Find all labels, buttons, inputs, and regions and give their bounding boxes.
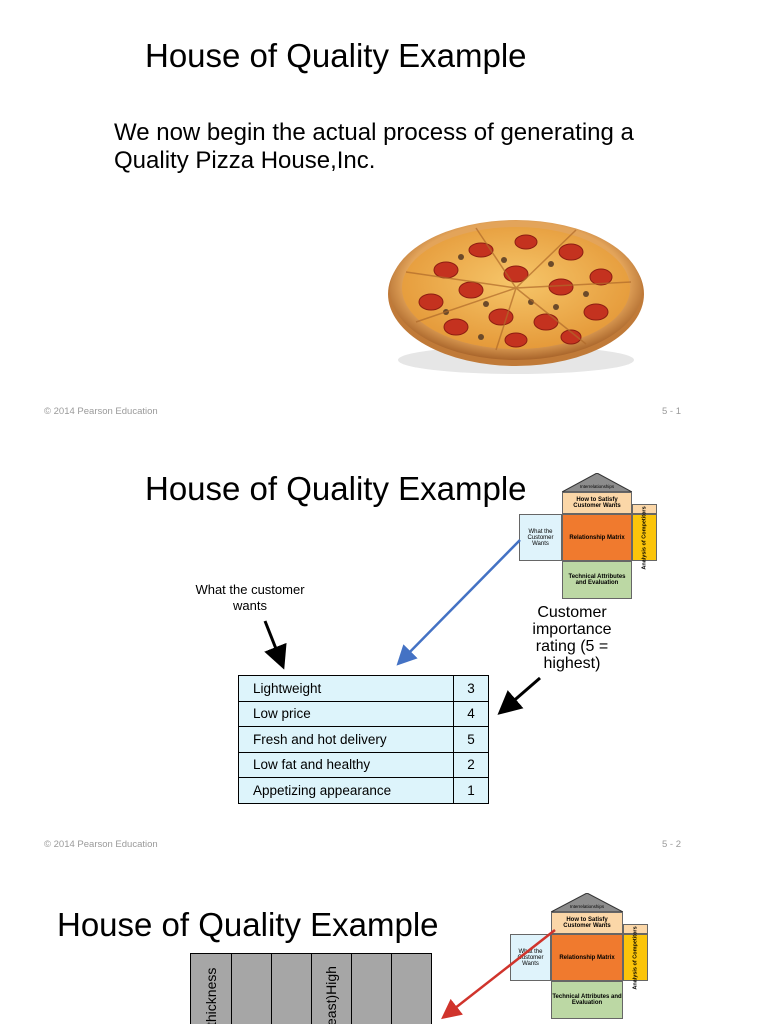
matrix-box: Relationship Matrix: [562, 514, 632, 561]
matrix-box: Relationship Matrix: [551, 934, 623, 981]
how-box: How to Satisfy Customer Wants: [551, 912, 623, 934]
what-customer-wants-label: What the customer wants: [195, 582, 305, 613]
slide-2: House of Quality Example Interrelationsh…: [0, 430, 768, 860]
slide-number: 5 - 2: [662, 839, 682, 850]
how-box: How to Satisfy Customer Wants: [562, 492, 632, 514]
slide-body-text: We now begin the actual process of gener…: [114, 119, 634, 174]
technical-box: Technical Attributes and Evaluation: [551, 981, 623, 1019]
slide-footer-copyright: © 2014 Pearson Education: [44, 839, 158, 850]
arrows-layer: [263, 539, 541, 715]
arrow-to-wants: [263, 620, 287, 670]
roof-label: Interrelationships: [569, 904, 605, 909]
analysis-box: Analysis of Competitors: [632, 506, 657, 569]
technical-box: Technical Attributes and Evaluation: [562, 561, 632, 599]
slide-title: House of Quality Example: [145, 37, 527, 74]
top-right-box: [623, 924, 648, 934]
what-box: What the Customer Wants: [510, 934, 551, 981]
importance-rating-cell: 4: [453, 700, 489, 727]
customer-want-cell: Fresh and hot delivery: [238, 726, 454, 753]
arrow-blue-to-table: [396, 539, 521, 666]
importance-rating-cell: 5: [453, 726, 489, 753]
slide-1: House of Quality Example We now begin th…: [0, 0, 768, 430]
arrow-red-to-grid: [441, 929, 556, 1020]
roof-shape: [551, 893, 623, 912]
roof-shape: [562, 473, 632, 492]
roof-label: Interrelationships: [579, 484, 615, 489]
importance-rating-cell: 1: [453, 777, 489, 804]
slide-title: House of Quality Example: [57, 906, 439, 943]
slide-footer-copyright: © 2014 Pearson Education: [44, 406, 158, 417]
customer-importance-label: Customer importance rating (5 = highest): [532, 604, 612, 672]
customer-want-cell: Low price: [238, 700, 454, 727]
analysis-box: Analysis of Competitors: [623, 926, 648, 989]
importance-rating-cell: 2: [453, 751, 489, 778]
slide-title: House of Quality Example: [145, 470, 527, 507]
what-box: What the Customer Wants: [519, 514, 562, 561]
importance-rating-cell: 3: [453, 675, 489, 702]
slide-3: House of Quality Example thickness east)…: [0, 860, 768, 1024]
arrow-to-rating: [497, 676, 541, 715]
customer-want-cell: Appetizing appearance: [238, 777, 454, 804]
house-of-quality-diagram: Interrelationships How to Satisfy Custom…: [519, 473, 659, 601]
pizza-image: [388, 220, 644, 374]
customer-want-cell: Lightweight: [238, 675, 454, 702]
arrows-layer: [441, 929, 556, 1020]
customer-want-cell: Low fat and healthy: [238, 751, 454, 778]
technical-attributes-grid: thickness east)High: [190, 953, 432, 1024]
slide-number: 5 - 1: [662, 406, 682, 417]
top-right-box: [632, 504, 657, 514]
house-of-quality-diagram: Interrelationships How to Satisfy Custom…: [510, 893, 650, 1021]
